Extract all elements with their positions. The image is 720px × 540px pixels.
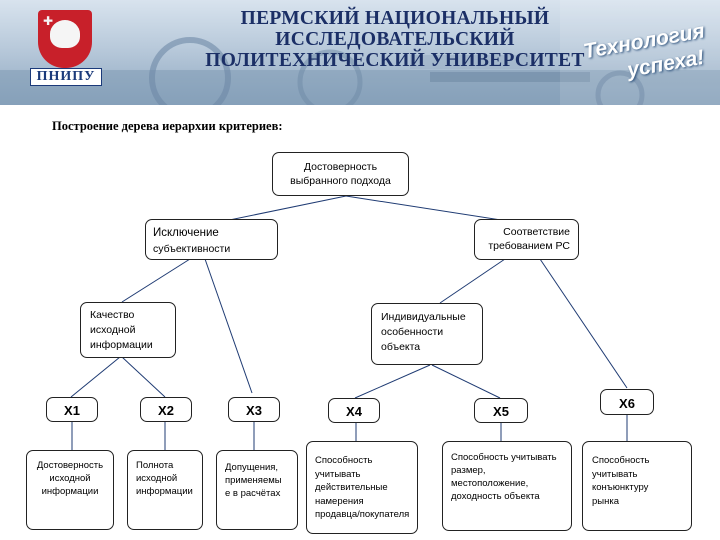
criterion-x6-box bbox=[600, 389, 654, 415]
connector-exclusion-x3 bbox=[204, 258, 253, 394]
x5-desc-line2: размер, bbox=[451, 465, 486, 476]
university-logo: ✚ ПНИПУ bbox=[18, 4, 114, 100]
criterion-x1-description: Достоверность исходной информации bbox=[26, 450, 114, 530]
node-quality-line1: Качество bbox=[90, 309, 135, 321]
criterion-x3-box bbox=[228, 397, 280, 422]
criterion-x3-description: Допущения, применяемы е в расчётах bbox=[216, 450, 298, 530]
page-subtitle: Построение дерева иерархии критериев: bbox=[52, 119, 283, 133]
x6-desc-line2: учитывать bbox=[592, 468, 638, 480]
x3-desc-line3: е в расчётах bbox=[225, 488, 281, 499]
node-quality-line3: информации bbox=[90, 339, 153, 351]
node-root-line1: Достоверность bbox=[303, 161, 378, 173]
university-name: ПЕРМСКИЙ НАЦИОНАЛЬНЫЙ ИССЛЕДОВАТЕЛЬСКИЙ … bbox=[130, 8, 660, 71]
node-individual-line1: Индивидуальные bbox=[381, 311, 466, 323]
x5-desc-line3: местоположение, bbox=[451, 478, 529, 489]
criterion-x2-box bbox=[140, 397, 192, 422]
connector-root-compliance bbox=[345, 195, 521, 224]
university-name-line1: ПЕРМСКИЙ НАЦИОНАЛЬНЫЙ ИССЛЕДОВАТЕЛЬСКИЙ bbox=[240, 8, 550, 50]
connector-quality-x1 bbox=[70, 356, 121, 398]
node-compliance-line2: требованием РС bbox=[488, 240, 570, 252]
x4-desc-line4: намерения bbox=[315, 495, 364, 507]
connector-individual-x4 bbox=[354, 364, 431, 399]
x4-desc-line5: продавца/покупателя bbox=[315, 509, 410, 520]
node-individual-line2: особенности bbox=[381, 326, 444, 338]
criterion-x5-label: X5 bbox=[493, 404, 509, 419]
logo-cross-icon: ✚ bbox=[43, 14, 54, 28]
x6-desc-line3: конъюнктуру bbox=[592, 482, 649, 493]
logo-bear-icon bbox=[50, 20, 80, 48]
x4-desc-line3: действительные bbox=[315, 482, 388, 493]
x2-desc-line2: исходной bbox=[136, 473, 178, 484]
x2-desc-line3: информации bbox=[136, 486, 193, 497]
criterion-x2-label: X2 bbox=[158, 403, 174, 418]
criterion-x4-description: Способность учитывать действительные нам… bbox=[306, 441, 418, 534]
criterion-x2-description: Полнота исходной информации bbox=[127, 450, 203, 530]
x1-desc-line3: информации bbox=[41, 486, 99, 497]
node-exclusion-line2: субъективности bbox=[153, 243, 231, 255]
x2-desc-line1: Полнота bbox=[136, 460, 174, 471]
criterion-x4-box bbox=[328, 398, 380, 423]
node-root-line2: выбранного подхода bbox=[290, 175, 391, 187]
criterion-x6-label: X6 bbox=[619, 396, 635, 411]
criterion-x1-label: X1 bbox=[64, 403, 80, 418]
node-quality: Качество исходной информации bbox=[80, 302, 176, 358]
criterion-x1-box bbox=[46, 397, 98, 422]
node-individual-line3: объекта bbox=[381, 341, 421, 353]
university-name-line2: ПОЛИТЕХНИЧЕСКИЙ УНИВЕРСИТЕТ bbox=[205, 50, 585, 71]
x3-desc-line1: Допущения, bbox=[225, 462, 279, 473]
x6-desc-line4: рынка bbox=[592, 495, 620, 507]
node-exclusion-line1: Исключение bbox=[153, 227, 219, 239]
banner-background-graphic bbox=[0, 0, 720, 105]
header-banner: ✚ ПНИПУ ПЕРМСКИЙ НАЦИОНАЛЬНЫЙ ИССЛЕДОВАТ… bbox=[0, 0, 720, 105]
connector-quality-x2 bbox=[121, 356, 166, 398]
connector-exclusion-quality bbox=[121, 258, 191, 303]
x4-desc-line1: Способность bbox=[315, 455, 373, 466]
criterion-x5-box bbox=[474, 398, 528, 423]
x5-desc-line4: доходность объекта bbox=[451, 491, 540, 502]
connector-compliance-x6 bbox=[539, 258, 628, 389]
x6-desc-line1: Способность bbox=[592, 455, 650, 466]
x1-desc-line2: исходной bbox=[49, 473, 91, 484]
criterion-x5-description: Способность учитывать размер, местополож… bbox=[442, 441, 572, 531]
criterion-x6-description: Способность учитывать конъюнктуру рынка bbox=[582, 441, 692, 531]
node-quality-line2: исходной bbox=[90, 324, 136, 336]
node-exclusion: Исключение субъективности bbox=[145, 219, 278, 260]
x4-desc-line2: учитывать bbox=[315, 468, 361, 480]
x5-desc-line1: Способность учитывать bbox=[451, 452, 557, 463]
node-individual: Индивидуальные особенности объекта bbox=[371, 303, 483, 365]
node-compliance: Соответствие требованием РС bbox=[474, 219, 579, 260]
node-compliance-line1: Соответствие bbox=[503, 226, 570, 238]
logo-text: ПНИПУ bbox=[30, 68, 102, 86]
criterion-x4-label: X4 bbox=[346, 404, 362, 419]
node-root: Достоверность выбранного подхода bbox=[272, 152, 409, 196]
criterion-x3-label: X3 bbox=[246, 403, 262, 418]
connector-individual-x5 bbox=[431, 364, 501, 399]
x1-desc-line1: Достоверность bbox=[36, 460, 104, 471]
connector-compliance-individual bbox=[439, 258, 506, 304]
x3-desc-line2: применяемы bbox=[225, 475, 282, 486]
